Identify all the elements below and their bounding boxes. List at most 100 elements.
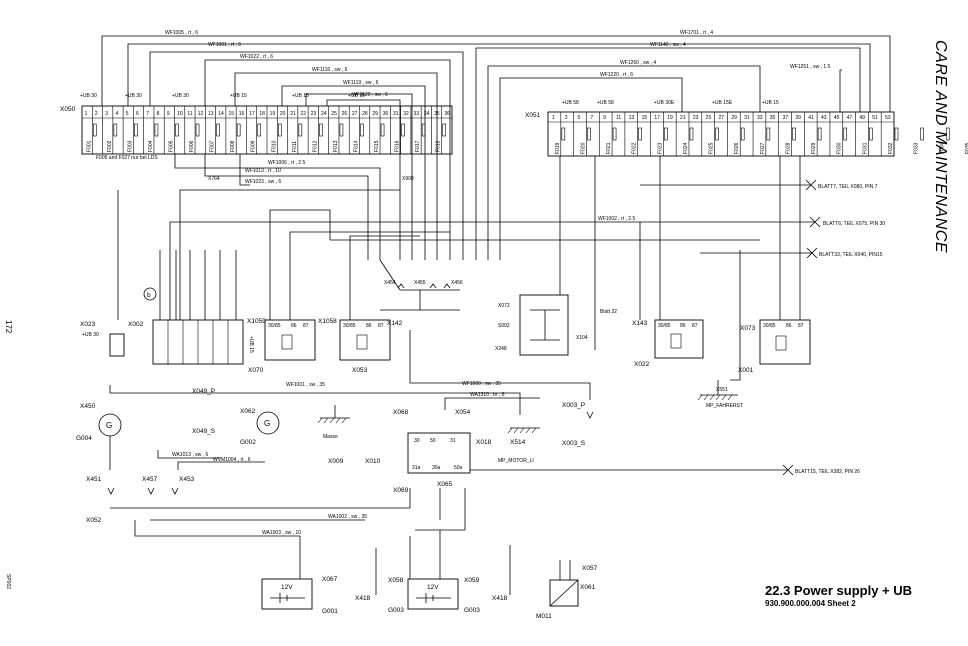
wire-label: WF1119 , sw , 6 [343, 80, 379, 86]
wire-label: WF1001 , sw , 35 [286, 382, 325, 388]
connector-label: X104 [576, 335, 588, 341]
fuse-icon [401, 123, 405, 137]
left-fuse-label: F011 [292, 141, 298, 152]
right-fuse-label: F034 [939, 142, 945, 154]
right-pin-number: 25 [706, 115, 712, 121]
connector-label: X001 [738, 367, 754, 374]
battery-voltage: 12V [427, 584, 439, 591]
left-fuse-label: F008 [230, 140, 236, 152]
battery-g003: X058 12V G003 X059 G003 X418 X418 [355, 530, 511, 614]
connector-label: X454 [384, 280, 396, 286]
connector-label: X067 [322, 576, 338, 583]
wire-label: WF1701 , rt , 4 [680, 30, 713, 36]
relay-x073: X073 X001 30/85 86 87 [738, 319, 811, 374]
left-fuse-label: F007 [210, 140, 216, 152]
left-pin-number: 29 [372, 111, 378, 117]
wire-label: WF1000 , sw , 35 [462, 381, 501, 387]
relay-pin: 30/85 [343, 323, 356, 329]
left-pin-number: 32 [403, 111, 409, 117]
connector-label: X764 [208, 176, 220, 182]
connector-label: G002 [240, 439, 256, 446]
right-pin-number: 21 [680, 115, 686, 121]
fuse-icon [134, 123, 138, 137]
rail-label: +UB 58 [562, 100, 579, 106]
left-pin-number: 5 [126, 111, 129, 117]
wire-label: WA1003 , sw , 10 [262, 530, 301, 536]
ground-motor: X514 MP_MOTOR_LI [498, 427, 540, 464]
left-fuse-label: F014 [354, 140, 360, 152]
fusebox-left-connector: X050 [60, 106, 76, 113]
battery-g001: 12V X067 G001 [261, 576, 338, 615]
wire-label: WA1002 , sw , 35 [328, 514, 367, 520]
fuse-icon [442, 123, 447, 137]
connector-label: X248 [495, 346, 507, 352]
connector-label: X551 [716, 387, 728, 393]
connector-label: X009 [328, 458, 344, 465]
left-fuse-label: F004 [148, 140, 154, 152]
right-pin-number: 9 [603, 115, 606, 121]
relay-pin: 86 [680, 323, 686, 329]
connector-label: X054 [455, 409, 471, 416]
left-pin-number: 7 [146, 111, 149, 117]
battery-voltage: 12V [281, 584, 293, 591]
left-pin-number: 27 [352, 111, 358, 117]
fuse-icon [766, 127, 771, 141]
page-number: 172 [4, 320, 13, 334]
right-fuse-label: F029 [811, 142, 817, 154]
left-fuse-label: F003 [127, 140, 133, 152]
diagram-title: 22.3 Power supply + UB [765, 583, 912, 598]
wire-label: WF1005 , rt , 6 [165, 30, 198, 36]
left-fuse-label: F006 [189, 140, 195, 152]
fusebox-right-body [547, 111, 895, 157]
left-pin-number: 13 [208, 111, 214, 117]
right-fuse-label: F024 [683, 142, 689, 154]
left-pin-number: 2 [95, 111, 98, 117]
relay-pin: 31a [412, 465, 421, 471]
ground-fahrerst: X551 MP_FAHRERST [697, 380, 743, 409]
right-pin-number: 23 [693, 115, 699, 121]
right-pin-number: 49 [859, 115, 865, 121]
connector-label: X065 [437, 481, 453, 488]
circle-marker: b [147, 292, 151, 299]
fuse-icon [945, 127, 950, 141]
connector-label: X457 [142, 476, 158, 483]
fusebox-right-connector: X051 [525, 112, 541, 119]
cross-references: BLATT7, TEIL X080, PIN 7 BLATT6, TEIL X0… [430, 179, 885, 476]
connector-label: G003 [388, 607, 404, 614]
connector-label: X058 [388, 577, 404, 584]
connector-label: S002 [498, 323, 510, 329]
connector-label: X455 [414, 280, 426, 286]
connector-label: G003 [464, 607, 480, 614]
top-wires: WF1005 , rt , 6 WF1001 , rt , 6 WF1022 ,… [101, 30, 891, 260]
fuse-icon [664, 127, 668, 141]
right-pin-number: 53 [885, 115, 891, 121]
left-fuse-label: F018 [436, 140, 442, 152]
wire-label: WA1013 , sw , 6 [172, 452, 208, 458]
right-pin-number: 29 [731, 115, 737, 121]
left-pin-number: 20 [280, 111, 286, 117]
side-header: CARE AND MAINTENANCE [932, 40, 949, 253]
connector-label: X514 [510, 439, 526, 446]
right-fuse-label: F032 [888, 142, 894, 154]
right-fuse-label: F027 [760, 142, 766, 154]
connector-label: X070 [248, 367, 264, 374]
right-pin-number: 7 [590, 115, 593, 121]
left-pin-number: 9 [167, 111, 170, 117]
left-pin-number: 12 [198, 111, 204, 117]
left-pin-number: 15 [229, 111, 235, 117]
right-fuse-label: F028 [785, 142, 791, 154]
connector-label: X057 [582, 565, 598, 572]
fuseblock-x1058: X023 +UB 30 X002 +UB 15 b [80, 287, 254, 365]
fuse-icon [740, 127, 745, 141]
ref-label: BLATT7, TEIL X080, PIN 7 [818, 184, 878, 190]
wire-label: WA1310 , br , 6 [470, 392, 505, 398]
fuse-icon [298, 123, 303, 137]
relay-pin: 30a [432, 465, 441, 471]
left-pin-number: 34 [424, 111, 430, 117]
connector-label: X908 [402, 176, 414, 182]
connector-label: X018 [476, 439, 492, 446]
wire-label: WF1001 , rt , 6 [208, 42, 241, 48]
right-pin-number: 5 [578, 115, 581, 121]
relay-pin: 31 [450, 438, 456, 444]
left-pin-number: 18 [259, 111, 265, 117]
